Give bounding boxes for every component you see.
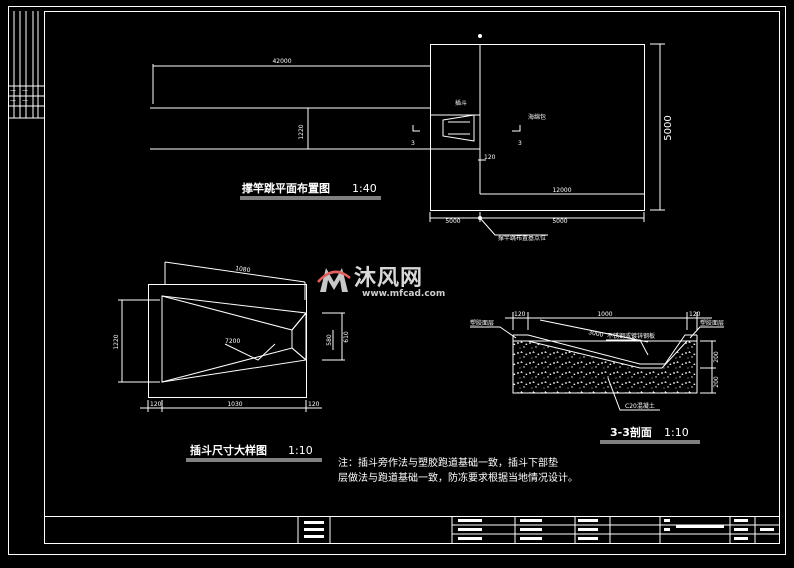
- strip-mark: 一: [22, 98, 28, 105]
- dim-bottom: 1030: [227, 401, 242, 408]
- dim-bottom-right: 5000: [552, 218, 567, 225]
- plan-view: [150, 43, 665, 236]
- dim-slope: 3000: [588, 329, 605, 339]
- pit-label: 海绵包: [528, 113, 546, 121]
- note-line-2: 层做法与跑道基础一致，防冻要求根据当地情况设计。: [338, 473, 578, 484]
- watermark-brand: 沐风网: [354, 266, 424, 291]
- plan-labels: 42000 1220 插斗 海绵包 3 3 120 12000 5000 500…: [272, 58, 571, 242]
- dim-left-height: 1220: [113, 334, 120, 349]
- dim-small: 120: [484, 154, 496, 161]
- strip-mark: 一: [22, 88, 28, 95]
- note-line-1: 注：插斗旁作法与塑胶跑道基础一致，插斗下部垫: [338, 458, 558, 469]
- dim-left-small: 120: [150, 401, 162, 408]
- dim-h2: 200: [713, 376, 720, 388]
- section-labels: 120 1000 120 3000 200 200 塑胶面层 塑胶面层 不锈钢或…: [470, 311, 724, 410]
- inner-label: 7200: [225, 338, 240, 345]
- section-title: 3-3剖面: [610, 425, 652, 439]
- concrete-fill: [512, 340, 698, 394]
- detail-view: [118, 261, 345, 462]
- dim-right-height: 610: [343, 331, 350, 343]
- dim-top: 1080: [235, 265, 251, 274]
- landing-pit-outer: [430, 44, 645, 211]
- dim-top-mid: 1000: [597, 311, 612, 318]
- dim-right-small: 120: [308, 401, 320, 408]
- outer-border: [8, 6, 786, 555]
- dim-top-right: 120: [689, 311, 701, 318]
- dim-runway-length: 42000: [272, 58, 291, 65]
- watermark-logo-icon: [317, 268, 351, 292]
- detail-title: 插斗尺寸大样图: [190, 443, 267, 457]
- dim-right-inner: 580: [326, 334, 333, 346]
- box-label: 插斗: [455, 99, 467, 107]
- leader-label: 撑竿跳布置基点位: [498, 234, 546, 242]
- drawing-note: 注：插斗旁作法与塑胶跑道基础一致，插斗下部垫 层做法与跑道基础一致，防冻要求根据…: [338, 456, 638, 486]
- section-mark-right: 3: [518, 140, 522, 147]
- detail-scale: 1:10: [288, 444, 313, 457]
- right-label: 塑胶面层: [700, 319, 724, 327]
- dim-runway-width: 1220: [298, 124, 305, 139]
- bottom-label: C20混凝土: [625, 402, 655, 410]
- planting-box: [442, 114, 475, 142]
- section-scale: 1:10: [664, 426, 689, 439]
- strip-mark: 一: [10, 98, 16, 105]
- dim-bottom-left: 5000: [445, 218, 460, 225]
- mid-label: 不锈钢或镀锌钢板: [607, 332, 655, 340]
- section-mark-left: 3: [411, 140, 415, 147]
- plan-scale: 1:40: [352, 182, 377, 195]
- strip-mark: 一: [10, 88, 16, 95]
- section-view: [470, 312, 724, 444]
- dim-top-left: 120: [514, 311, 526, 318]
- dim-pit-height: 5000: [663, 115, 674, 140]
- watermark: 沐风网 www.mfcad.com: [316, 262, 486, 302]
- watermark-url: www.mfcad.com: [362, 289, 446, 299]
- plan-title: 撑竿跳平面布置图: [242, 181, 330, 195]
- left-label: 塑胶面层: [470, 319, 494, 327]
- left-strip-marks: 一 一 一 一: [10, 88, 28, 105]
- dim-pit-inner: 12000: [552, 187, 571, 194]
- title-block: [44, 516, 780, 544]
- dim-h1: 200: [713, 351, 720, 363]
- detail-labels: 1080 1220 7200 580 610 120 1030 120: [113, 265, 350, 408]
